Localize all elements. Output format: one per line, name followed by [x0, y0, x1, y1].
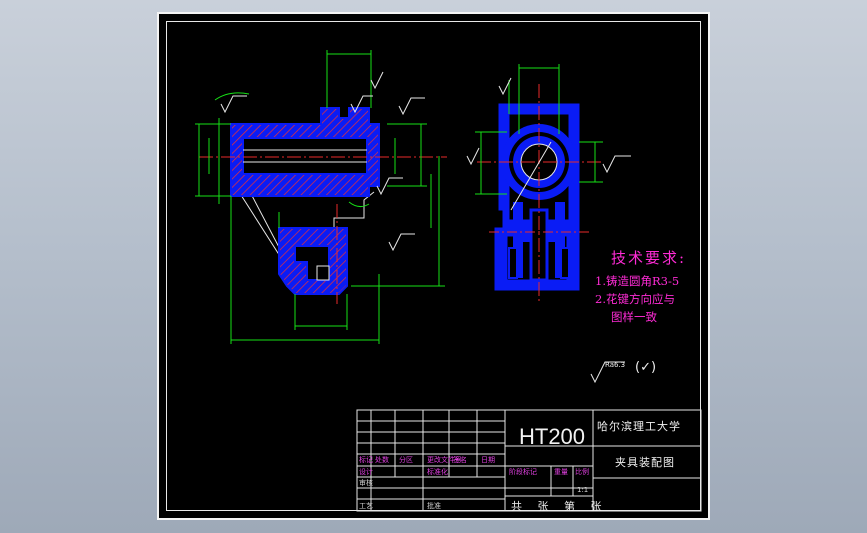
drawing-sheet: 技术要求: 1.铸造圆角R3-5 2.花键方向应与 图样一致 Ra6.3 (✓)…: [157, 12, 710, 520]
tb-label-weight: 重量: [554, 468, 568, 476]
tb-label-mark: 标记: [359, 456, 373, 464]
front-view: [195, 50, 447, 344]
side-view: [466, 64, 631, 304]
drawing-name: 夹具装配图: [615, 456, 675, 469]
roughness-suffix: (✓): [635, 360, 657, 375]
tb-label-approve: 批准: [427, 502, 441, 510]
tech-requirements-title: 技术要求:: [611, 249, 687, 267]
side-rib-right: [555, 202, 565, 278]
tech-requirement-3: 图样一致: [611, 310, 657, 324]
side-dimensions: [475, 64, 603, 195]
material-label: HT200: [519, 424, 586, 449]
tb-label-process: 工艺: [359, 502, 373, 510]
title-block-grid: [356, 409, 702, 512]
tb-label-date: 日期: [481, 456, 495, 464]
scale-value: 1:1: [577, 486, 589, 494]
sheet-count: 共 张 第 张: [511, 500, 608, 513]
tb-label-review: 审核: [359, 479, 373, 487]
school-name: 哈尔滨理工大学: [597, 420, 681, 433]
side-rib-left: [513, 202, 523, 278]
front-dimensions: [195, 50, 445, 344]
tech-requirement-2: 2.花键方向应与: [595, 292, 675, 306]
tb-label-std: 标准化: [427, 468, 448, 476]
tb-label-count: 处数: [375, 456, 389, 464]
front-roughness-symbols: [220, 71, 425, 252]
tb-label-design: 设计: [359, 468, 373, 476]
front-lower-section: [278, 227, 348, 295]
tech-requirement-1: 1.铸造圆角R3-5: [595, 274, 680, 288]
side-roughness-symbols: [466, 77, 631, 174]
roughness-value: Ra6.3: [605, 361, 626, 369]
general-roughness-symbol: [590, 361, 625, 384]
hook-inner-notch: [316, 265, 330, 281]
side-radius-leader: [510, 141, 552, 211]
tb-label-stage-mark: 阶段标记: [509, 468, 537, 476]
side-pocket-left: [508, 247, 518, 279]
tb-label-scale: 比例: [575, 468, 589, 476]
tb-label-sign: 签名: [453, 456, 467, 464]
cad-drawing-canvas: [195, 50, 702, 512]
front-upper-section: [230, 107, 380, 197]
tb-label-zone: 分区: [399, 456, 413, 464]
tb-label-change-doc: 更改文件号: [427, 456, 462, 464]
side-pocket-right: [560, 247, 570, 279]
